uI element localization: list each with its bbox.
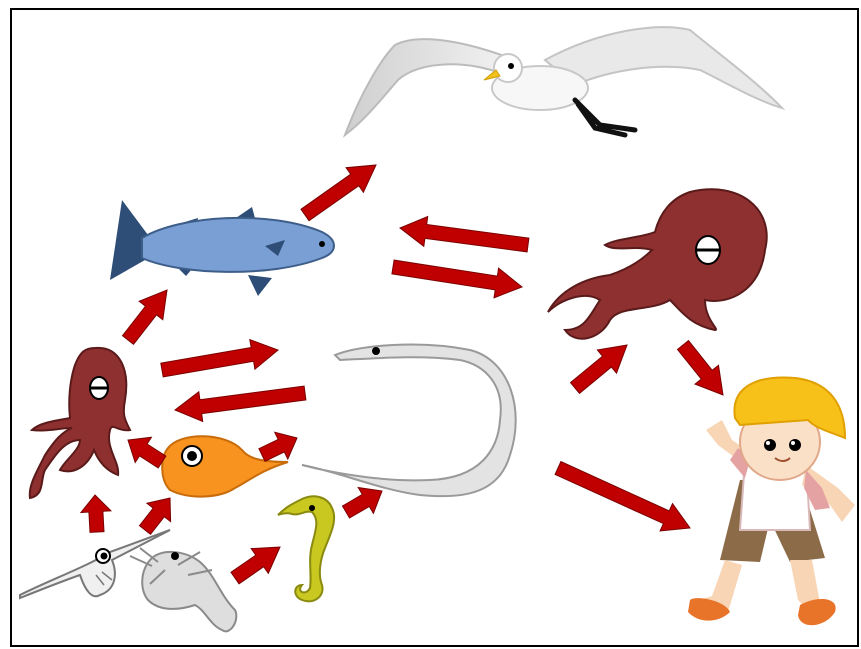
- arrow-big-octopus-to-fish: [400, 217, 529, 252]
- arrow-orange-fish-to-small-octopus: [128, 437, 166, 468]
- octopus-icon: [30, 348, 130, 498]
- arrow-small-octopus-to-eel: [161, 340, 278, 377]
- arrow-orange-fish-to-eel: [259, 432, 297, 461]
- fish-icon: [110, 200, 334, 296]
- arrow-small-octopus-to-fish: [123, 290, 168, 344]
- arrow-eel-to-small-octopus: [175, 386, 306, 421]
- arrow-eel-to-child: [555, 462, 690, 531]
- arrow-larva-to-small-octopus: [81, 495, 111, 532]
- arrow-fish-to-big-octopus: [392, 260, 522, 298]
- eel-icon: [302, 345, 516, 497]
- arrow-larva-to-orange-fish: [140, 498, 171, 534]
- seagull-icon: [345, 27, 782, 135]
- arrow-shrimp-to-seahorse: [231, 547, 280, 584]
- arrow-eel-to-big-octopus: [571, 345, 628, 393]
- arrow-seahorse-to-eel: [343, 488, 383, 519]
- shrimp-icon: [130, 548, 236, 631]
- seahorse-icon: [278, 496, 334, 601]
- arrow-fish-to-seagull: [301, 165, 376, 221]
- arrow-big-octopus-to-child: [678, 341, 724, 395]
- octopus-icon: [548, 189, 767, 338]
- child-icon: [688, 377, 855, 625]
